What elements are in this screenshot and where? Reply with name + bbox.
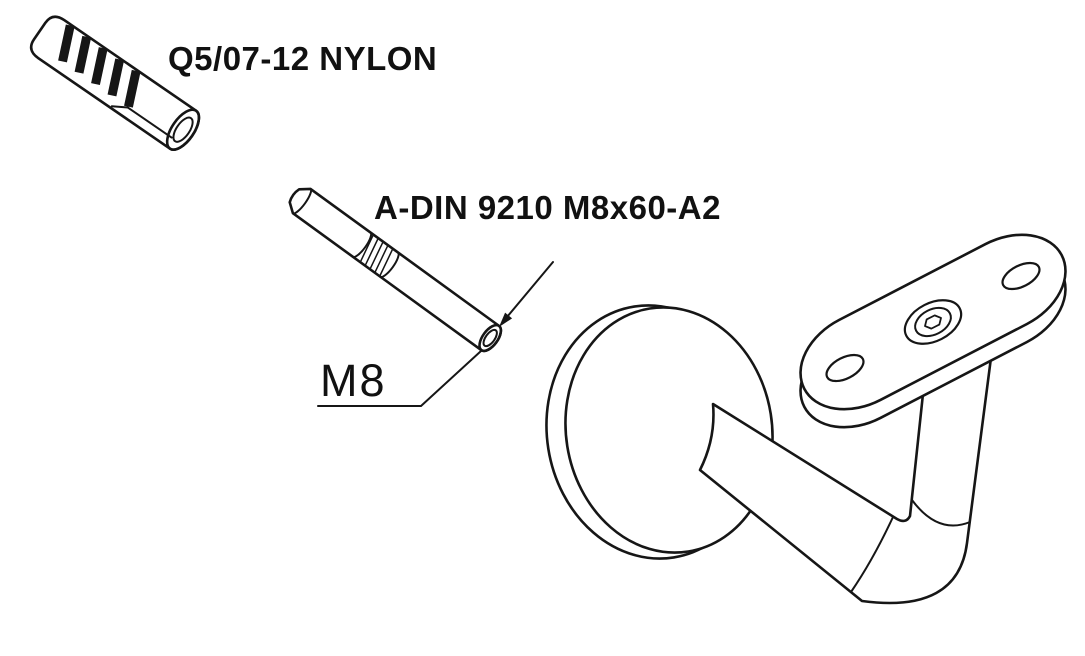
screw-head (914, 306, 952, 338)
arm-elbow-joint-line (850, 516, 894, 593)
dimension-arrowhead (499, 312, 513, 327)
stud-label: A-DIN 9210 M8x60-A2 (374, 189, 721, 226)
stud-end-core (482, 328, 498, 348)
dimension-leader-upper (506, 261, 554, 318)
handrail-bracket-drawing (545, 215, 1083, 605)
plug-slit (110, 105, 173, 139)
saddle-plate-top (784, 215, 1083, 428)
wall-plate-face (564, 306, 774, 554)
plug-fins (58, 24, 141, 108)
bracket-arm (698, 348, 994, 605)
dimension-leader-lower (317, 350, 482, 407)
stud-thread-hatch (360, 235, 393, 276)
stud-thread-end (379, 251, 400, 278)
hex-socket-icon (923, 313, 944, 330)
elbow-post-joint-line (911, 499, 971, 527)
nylon-wall-plug-drawing (29, 15, 201, 151)
m8-dimension-leader (317, 261, 554, 407)
center-hole-ring (903, 299, 963, 345)
stud-tip-chamfer (291, 187, 313, 215)
plug-mouth-outer (165, 108, 201, 151)
saddle-hole-left (825, 353, 865, 383)
stud-thread-start (351, 231, 373, 258)
plug-mouth-hole (172, 116, 194, 143)
saddle-hole-right (1001, 261, 1041, 291)
plug-label: Q5/07-12 NYLON (168, 40, 438, 77)
thread-dimension-label: M8 (320, 355, 387, 406)
center-screw (903, 299, 963, 345)
wall-plate (545, 304, 774, 560)
